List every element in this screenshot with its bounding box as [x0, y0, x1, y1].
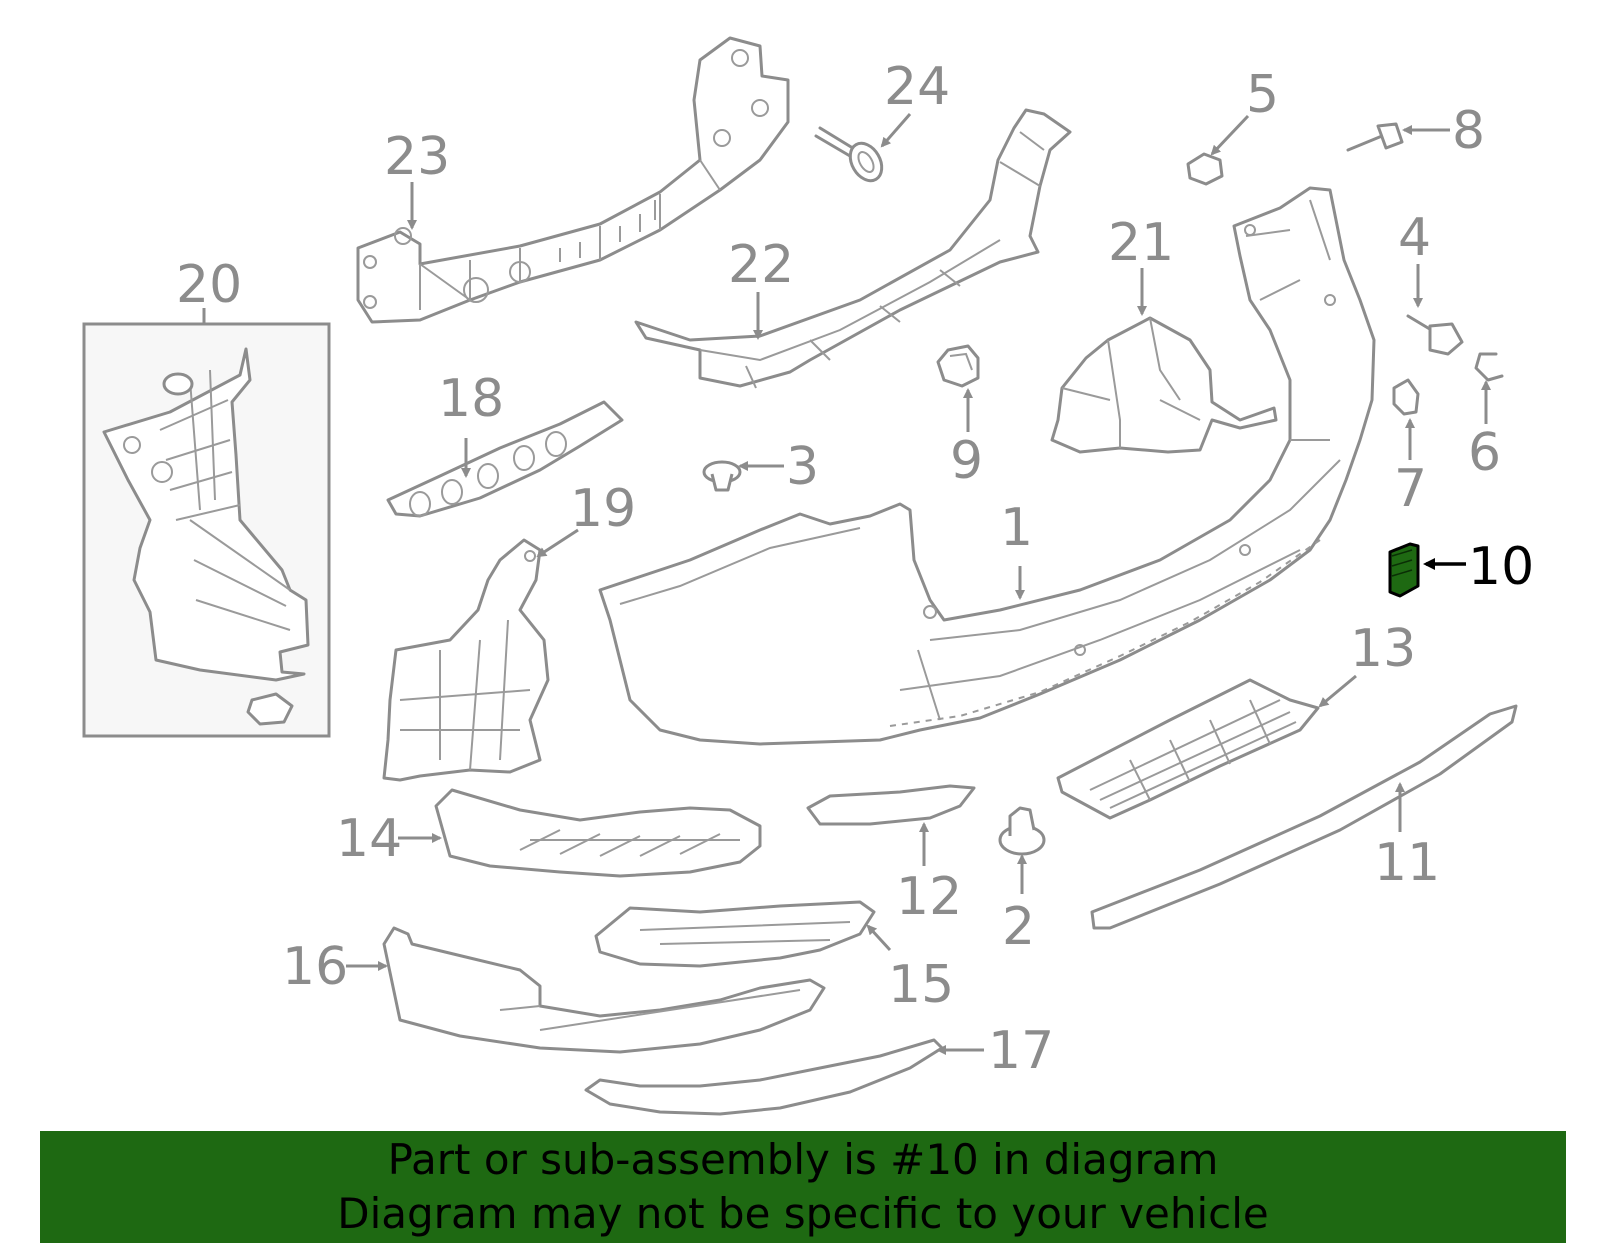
part-10-group[interactable]: [1388, 542, 1420, 598]
callout-1: 1: [1000, 498, 1033, 558]
callout-21: 21: [1108, 213, 1174, 273]
part-23-group: [356, 36, 790, 324]
part-3-group: [702, 460, 742, 492]
callout-10[interactable]: 10: [1468, 537, 1534, 597]
callout-24: 24: [884, 57, 950, 117]
callout-14: 14: [336, 809, 402, 869]
info-banner: Part or sub-assembly is #10 in diagram D…: [40, 1131, 1566, 1243]
callout-labels: 1 2 3 4 5 6 7 8 9 10 11 12 13 14 15 16 1…: [176, 57, 1534, 1081]
callout-17: 17: [988, 1021, 1054, 1081]
part-4-group: [1406, 314, 1464, 356]
callout-2: 2: [1002, 897, 1035, 957]
part-15-group: [594, 900, 876, 968]
callout-19: 19: [570, 479, 636, 539]
banner-line-1: Part or sub-assembly is #10 in diagram: [387, 1135, 1219, 1184]
callout-9: 9: [950, 431, 983, 491]
part-19-group: [382, 538, 550, 782]
part-20-group: [82, 322, 331, 738]
callout-23: 23: [384, 127, 450, 187]
callout-8: 8: [1452, 101, 1485, 161]
callout-11: 11: [1374, 833, 1440, 893]
callout-5: 5: [1246, 65, 1279, 125]
callout-13: 13: [1350, 619, 1416, 679]
part-11-group: [1090, 704, 1518, 930]
part-6-group: [1474, 352, 1504, 382]
callout-16: 16: [282, 937, 348, 997]
part-18-group: [386, 400, 624, 518]
part-13-group: [1056, 678, 1320, 820]
part-14-group: [434, 788, 762, 878]
callout-18: 18: [438, 369, 504, 429]
banner-line-2: Diagram may not be specific to your vehi…: [337, 1189, 1269, 1238]
callout-22: 22: [728, 235, 794, 295]
part-24-group: [814, 126, 884, 183]
callout-20: 20: [176, 255, 242, 315]
callout-3: 3: [786, 437, 819, 497]
part-22-group: [634, 108, 1072, 389]
callout-15: 15: [888, 955, 954, 1015]
callout-7: 7: [1394, 459, 1427, 519]
part-21-group: [1050, 316, 1278, 454]
part-16-group: [382, 926, 826, 1054]
part-1-group: [598, 186, 1376, 746]
callout-12: 12: [896, 867, 962, 927]
callout-4: 4: [1398, 208, 1431, 268]
part-8-group: [1346, 122, 1404, 152]
callout-6: 6: [1468, 423, 1501, 483]
part-7-group: [1392, 378, 1420, 416]
part-9-group: [936, 344, 980, 388]
part-12-group: [806, 784, 976, 826]
part-17-group: [584, 1038, 944, 1116]
leader-lines: [202, 113, 1491, 1055]
part-2-group: [998, 806, 1046, 856]
part-5-group: [1186, 152, 1224, 186]
